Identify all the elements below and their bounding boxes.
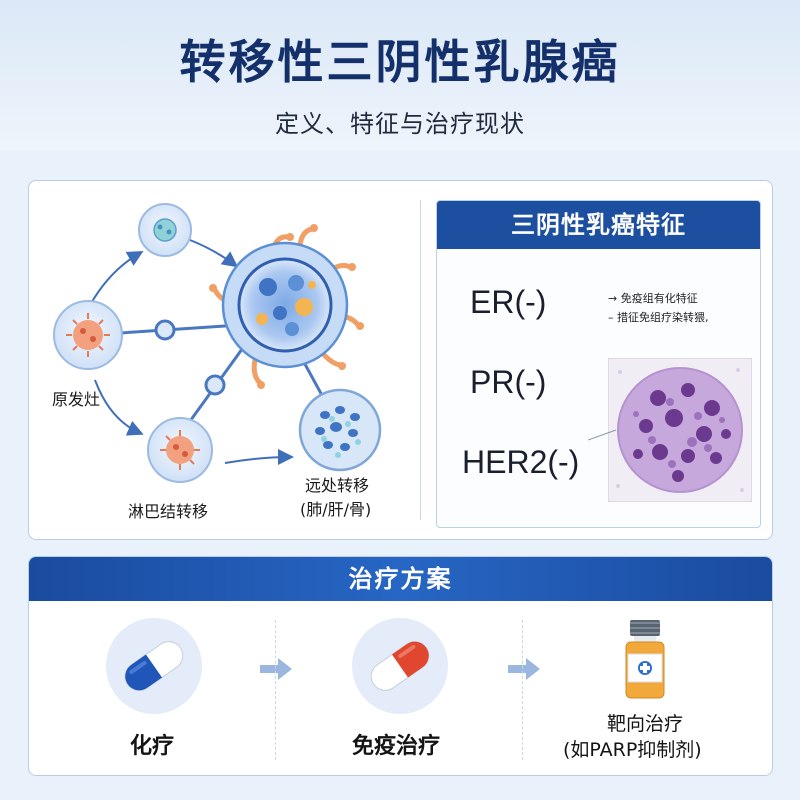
marker-er: ER(-)	[470, 284, 547, 320]
flow-arrow-small-to-tumor	[189, 239, 239, 268]
treatment-chemo-label: 化疗	[130, 734, 175, 759]
header-banner: 转移性三阴性乳腺癌 定义、特征与治疗现状	[0, 0, 800, 150]
junction-node	[154, 319, 176, 341]
feature-note-2: – 措征免组疗染转猥,	[608, 311, 709, 324]
panel-divider	[420, 200, 421, 520]
distant-metastasis-icon	[298, 388, 382, 472]
arrow-right-icon	[260, 658, 292, 680]
features-title: 三阴性乳癌特征	[437, 201, 760, 249]
flow-arrow-primary-to-small	[89, 251, 144, 306]
lymph-node-label: 淋巴结转移	[128, 502, 209, 521]
treatment-separator	[275, 620, 276, 760]
arrow-right-icon	[508, 658, 540, 680]
metastatic-tumor-cell-icon	[209, 224, 364, 389]
small-cell-icon	[138, 203, 192, 257]
lymph-node-icon	[147, 417, 213, 483]
treatment-targeted-label-line1: 靶向治疗	[607, 713, 684, 735]
marker-her2: HER2(-)	[462, 444, 580, 480]
feature-note-1: → 免疫组有化特征	[608, 292, 698, 305]
page-title: 转移性三阴性乳腺癌	[179, 35, 621, 89]
metastasis-diagram	[53, 203, 382, 483]
distant-metastasis-label-line1: 远处转移	[305, 476, 370, 495]
flow-arrow-primary-to-lymph	[94, 379, 144, 436]
medicine-bottle-icon	[625, 620, 665, 699]
treatment-immuno-label: 免疫治疗	[352, 734, 441, 759]
blue-capsule-icon	[106, 618, 202, 714]
histology-image	[608, 358, 752, 502]
treatment-targeted-label-line2: (如PARP抑制剂)	[563, 739, 702, 761]
treatment-title: 治疗方案	[29, 557, 772, 601]
red-capsule-icon	[352, 618, 448, 714]
treatment-separator	[522, 620, 523, 760]
junction-node	[204, 374, 226, 396]
pointer-line	[588, 429, 617, 441]
primary-tumor-label: 原发灶	[52, 390, 101, 409]
distant-metastasis-label-line2: (肺/肝/骨)	[300, 500, 372, 519]
marker-pr: PR(-)	[470, 364, 547, 400]
page-subtitle: 定义、特征与治疗现状	[275, 110, 525, 138]
primary-tumor-icon	[53, 300, 123, 370]
flow-arrow-lymph-to-distant	[224, 449, 294, 466]
